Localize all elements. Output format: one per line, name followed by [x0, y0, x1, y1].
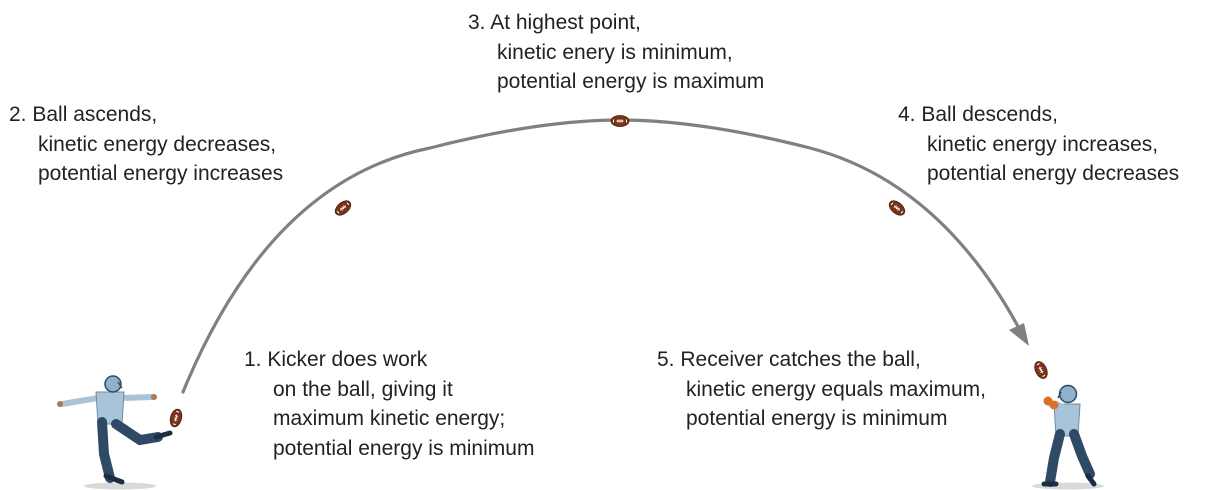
football-icon: [610, 115, 630, 127]
football-icon: [167, 407, 185, 429]
step-5-title: 5. Receiver catches the ball,: [657, 348, 921, 371]
step-1-label: 1. Kicker does work on the ball, giving …: [244, 345, 534, 463]
step-5-label: 5. Receiver catches the ball, kinetic en…: [657, 345, 986, 434]
step-4-title: 4. Ball descends,: [898, 103, 1058, 126]
step-4-line-3: potential energy decreases: [927, 162, 1180, 185]
step-1-line-2: on the ball, giving it: [273, 377, 453, 401]
step-2-line-3: potential energy increases: [38, 162, 284, 185]
step-2-label: 2. Ball ascends, kinetic energy decrease…: [9, 100, 283, 189]
step-3-line-2: kinetic enery is minimum,: [497, 40, 733, 64]
step-2-title: 2. Ball ascends,: [9, 103, 158, 126]
step-2-line-2: kinetic energy decreases,: [38, 132, 277, 156]
step-5-line-3: potential energy is minimum: [686, 407, 948, 430]
football-kicker-icon: [57, 375, 173, 490]
trajectory-arrowhead: [1009, 323, 1029, 346]
step-1-line-3: maximum kinetic energy;: [273, 407, 506, 430]
step-4-label: 4. Ball descends, kinetic energy increas…: [898, 100, 1179, 189]
step-4-line-2: kinetic energy increases,: [927, 132, 1159, 156]
step-3-title: 3. At highest point,: [468, 11, 641, 34]
step-3-line-3: potential energy is maximum: [497, 70, 765, 93]
step-1-line-4: potential energy is minimum: [273, 436, 535, 460]
football-icon: [1031, 359, 1051, 381]
football-icon: [886, 197, 908, 219]
football-receiver-icon: [1032, 384, 1104, 490]
football-icon: [332, 197, 354, 219]
step-3-label: 3. At highest point, kinetic enery is mi…: [468, 8, 764, 97]
step-5-line-2: kinetic energy equals maximum,: [686, 377, 986, 401]
step-1-title: 1. Kicker does work: [244, 348, 428, 371]
